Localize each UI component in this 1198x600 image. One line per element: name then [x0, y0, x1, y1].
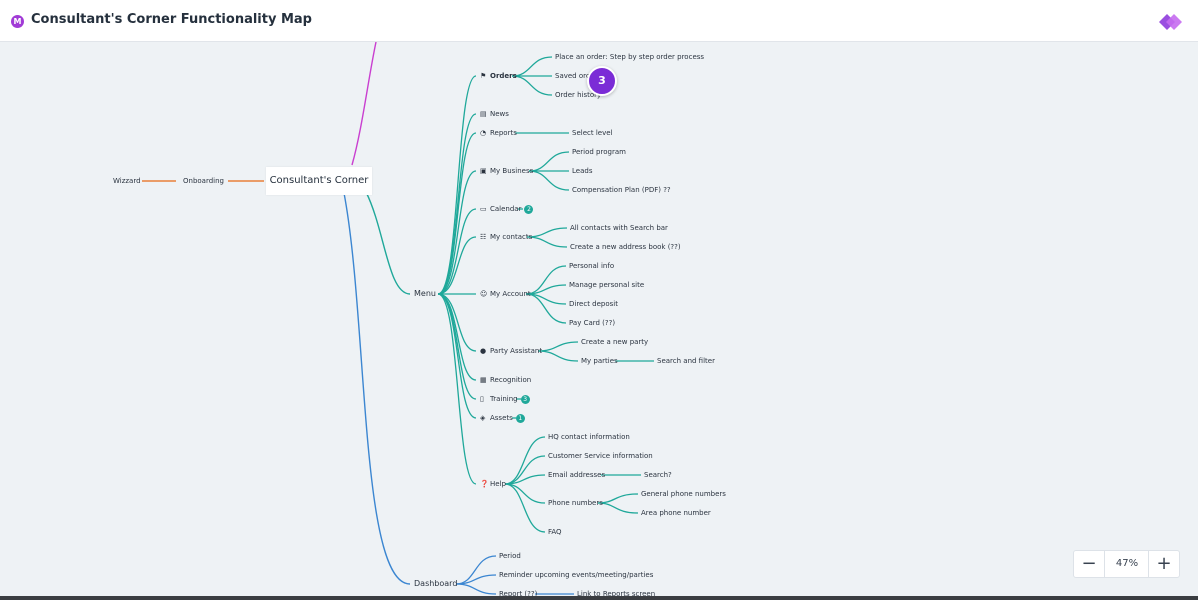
box-icon: ◈	[480, 414, 486, 422]
node-wizzard[interactable]: Wizzard	[113, 177, 141, 185]
node-my-business[interactable]: ▣My Business	[480, 167, 534, 175]
node-orders[interactable]: ⚑Orders	[480, 72, 517, 80]
node-my-contacts[interactable]: ☷My contacts	[480, 233, 533, 241]
zoom-level: 47%	[1115, 558, 1139, 569]
node-new-address-book[interactable]: Create a new address book (??)	[570, 243, 681, 251]
node-email-addresses[interactable]: Email addresses	[548, 471, 606, 479]
top-bar: M Consultant's Corner Functionality Map	[0, 0, 1198, 42]
account-icon: ☺	[480, 290, 488, 298]
briefcase-icon: ▣	[480, 167, 487, 175]
bottom-edge	[0, 596, 1198, 600]
node-menu[interactable]: Menu	[414, 289, 436, 298]
calendar-count-badge: 2	[524, 204, 534, 214]
calendar-icon: ▭	[480, 205, 487, 213]
node-personal-info[interactable]: Personal info	[569, 262, 615, 270]
node-onboarding[interactable]: Onboarding	[183, 177, 224, 185]
flag-icon: ⚑	[480, 72, 487, 80]
book-icon: ▯	[480, 395, 484, 403]
zoom-out-button[interactable]: −	[1074, 551, 1105, 577]
node-search-filter[interactable]: Search and filter	[657, 357, 715, 365]
brand-logo-icon[interactable]	[1158, 12, 1184, 32]
node-phone-numbers[interactable]: Phone numbers	[548, 499, 603, 507]
node-manage-site[interactable]: Manage personal site	[569, 281, 645, 289]
node-search[interactable]: Search?	[644, 471, 672, 479]
node-reports[interactable]: ◔Reports	[480, 129, 517, 137]
node-create-party[interactable]: Create a new party	[581, 338, 649, 346]
node-customer-service[interactable]: Customer Service information	[548, 452, 653, 460]
node-help[interactable]: ❓Help	[480, 480, 506, 488]
node-period[interactable]: Period	[499, 552, 521, 560]
node-party-assistant[interactable]: ●Party Assistant	[480, 347, 543, 355]
document-title[interactable]: Consultant's Corner Functionality Map	[31, 12, 312, 27]
node-reminder[interactable]: Reminder upcoming events/meeting/parties	[499, 571, 654, 579]
node-pay-card[interactable]: Pay Card (??)	[569, 319, 616, 327]
node-hq-contact[interactable]: HQ contact information	[548, 433, 630, 441]
root-node[interactable]: Consultant's Corner	[266, 167, 372, 195]
node-direct-deposit[interactable]: Direct deposit	[569, 300, 618, 308]
node-recognition[interactable]: ▦Recognition	[480, 376, 532, 384]
contacts-icon: ☷	[480, 233, 487, 241]
node-news[interactable]: ▤News	[480, 110, 509, 118]
node-my-parties[interactable]: My parties	[581, 357, 618, 365]
question-icon: ❓	[480, 480, 489, 488]
node-report[interactable]: Report (??)	[499, 590, 538, 598]
chart-icon: ◔	[480, 129, 487, 137]
mindmap-canvas[interactable]: Wizzard Onboarding Consultant's Corner M…	[0, 42, 1198, 600]
collaborator-count-badge[interactable]: 3	[587, 66, 617, 96]
node-leads[interactable]: Leads	[572, 167, 593, 175]
zoom-in-button[interactable]: +	[1148, 551, 1179, 577]
node-place-order[interactable]: Place an order: Step by step order proce…	[555, 53, 705, 61]
node-faq[interactable]: FAQ	[548, 528, 562, 536]
pin-icon: ●	[480, 347, 487, 355]
node-period-program[interactable]: Period program	[572, 148, 626, 156]
training-count-badge: 3	[520, 394, 530, 404]
node-compensation-plan[interactable]: Compensation Plan (PDF) ??	[572, 186, 671, 194]
node-my-account[interactable]: ☺My Account	[480, 290, 531, 298]
node-order-history[interactable]: Order history	[555, 91, 602, 99]
node-general-phone[interactable]: General phone numbers	[641, 490, 726, 498]
app-badge[interactable]: M	[11, 15, 24, 28]
grid-icon: ▦	[480, 376, 487, 384]
node-all-contacts[interactable]: All contacts with Search bar	[570, 224, 668, 232]
mindmap-connectors	[142, 42, 654, 595]
node-saved-orders[interactable]: Saved orc	[555, 72, 590, 80]
news-icon: ▤	[480, 110, 487, 118]
node-dashboard[interactable]: Dashboard	[414, 579, 458, 588]
assets-count-badge: 1	[515, 413, 525, 423]
node-area-phone[interactable]: Area phone number	[641, 509, 711, 517]
node-select-level[interactable]: Select level	[572, 129, 613, 137]
node-link-reports[interactable]: Link to Reports screen	[577, 590, 656, 598]
zoom-control: − 47% +	[1073, 550, 1180, 578]
